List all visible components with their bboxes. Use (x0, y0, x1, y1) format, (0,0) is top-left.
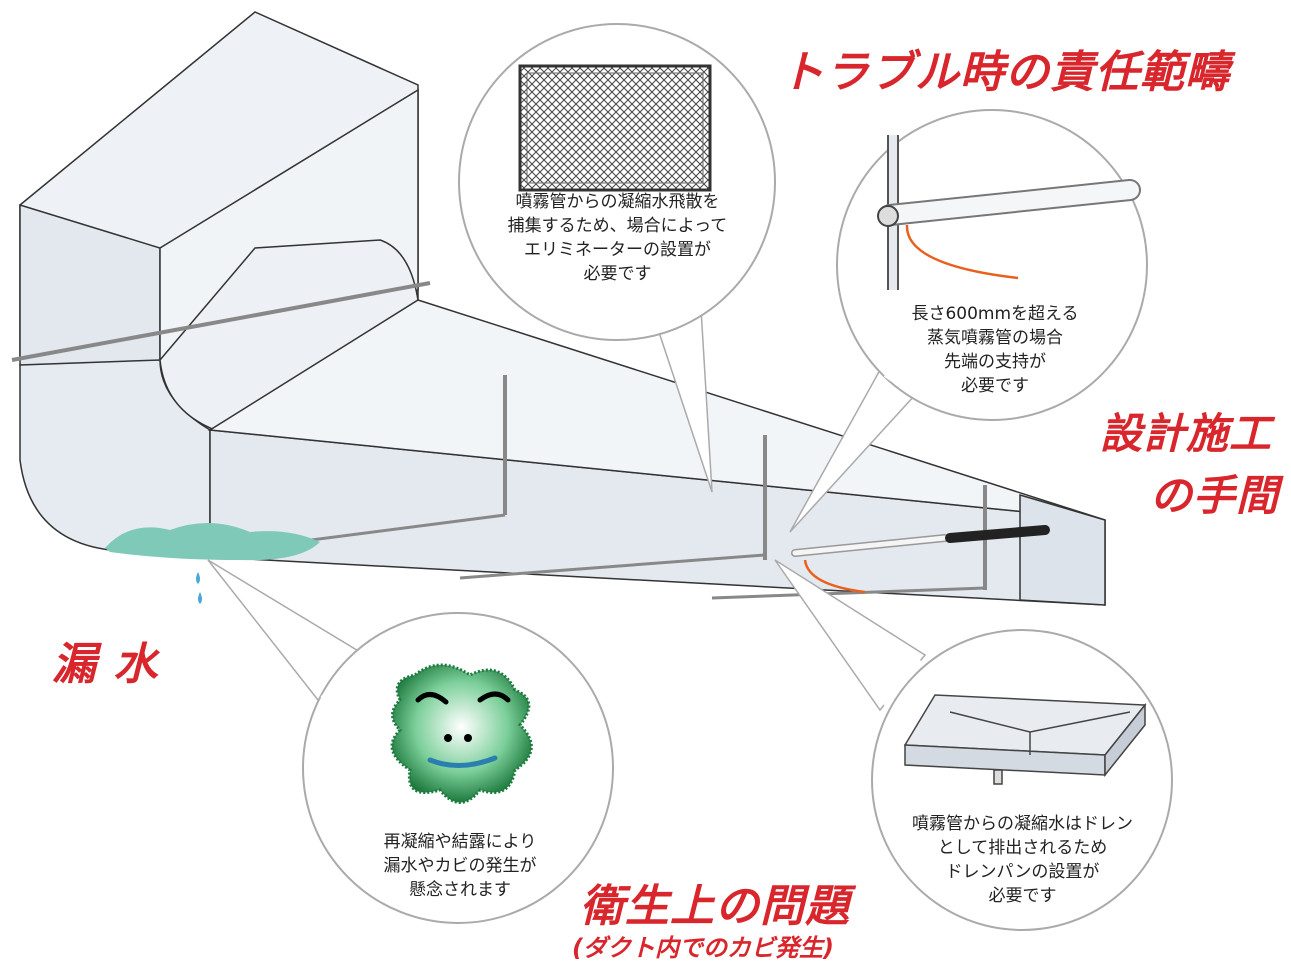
mold-character-icon (390, 663, 533, 804)
callout-eliminator-bubble (458, 23, 776, 493)
heading-responsibility: トラブル時の責任範疇 (780, 47, 1230, 98)
support-note: 長さ600mmを超える 蒸気噴霧管の場合 先端の支持が 必要です (911, 304, 1079, 396)
callout-drain-bubble (774, 559, 1173, 931)
drain-pan-note: 噴霧管からの凝縮水はドレン として排出されるため ドレンパンの設置が 必要です (912, 814, 1133, 906)
callout-mold-bubble (207, 559, 614, 924)
spray-pipe (791, 525, 1050, 594)
heading-design-effort-line2: の手間 (1150, 471, 1280, 520)
drip-2 (198, 592, 202, 604)
heading-hygiene-sub: (ダクト内でのカビ発生) (572, 934, 834, 962)
eliminator-filter-icon (518, 64, 712, 192)
drip-1 (196, 572, 200, 584)
callout-support-bubble (789, 109, 1148, 533)
water-puddle (105, 522, 320, 561)
mold-note: 再凝縮や結露により 漏水やカビの発生が 懸念されます (383, 832, 537, 900)
heading-leak: 漏 水 (52, 639, 159, 690)
heading-hygiene: 衛生上の問題 (580, 881, 850, 932)
drain-pan-icon (903, 694, 1147, 785)
heading-design-effort-line1: 設計施工 (1100, 409, 1273, 458)
eliminator-note: 噴霧管からの凝縮水飛散を 捕集するため、場合によって エリミネーターの設置が 必… (507, 192, 728, 284)
